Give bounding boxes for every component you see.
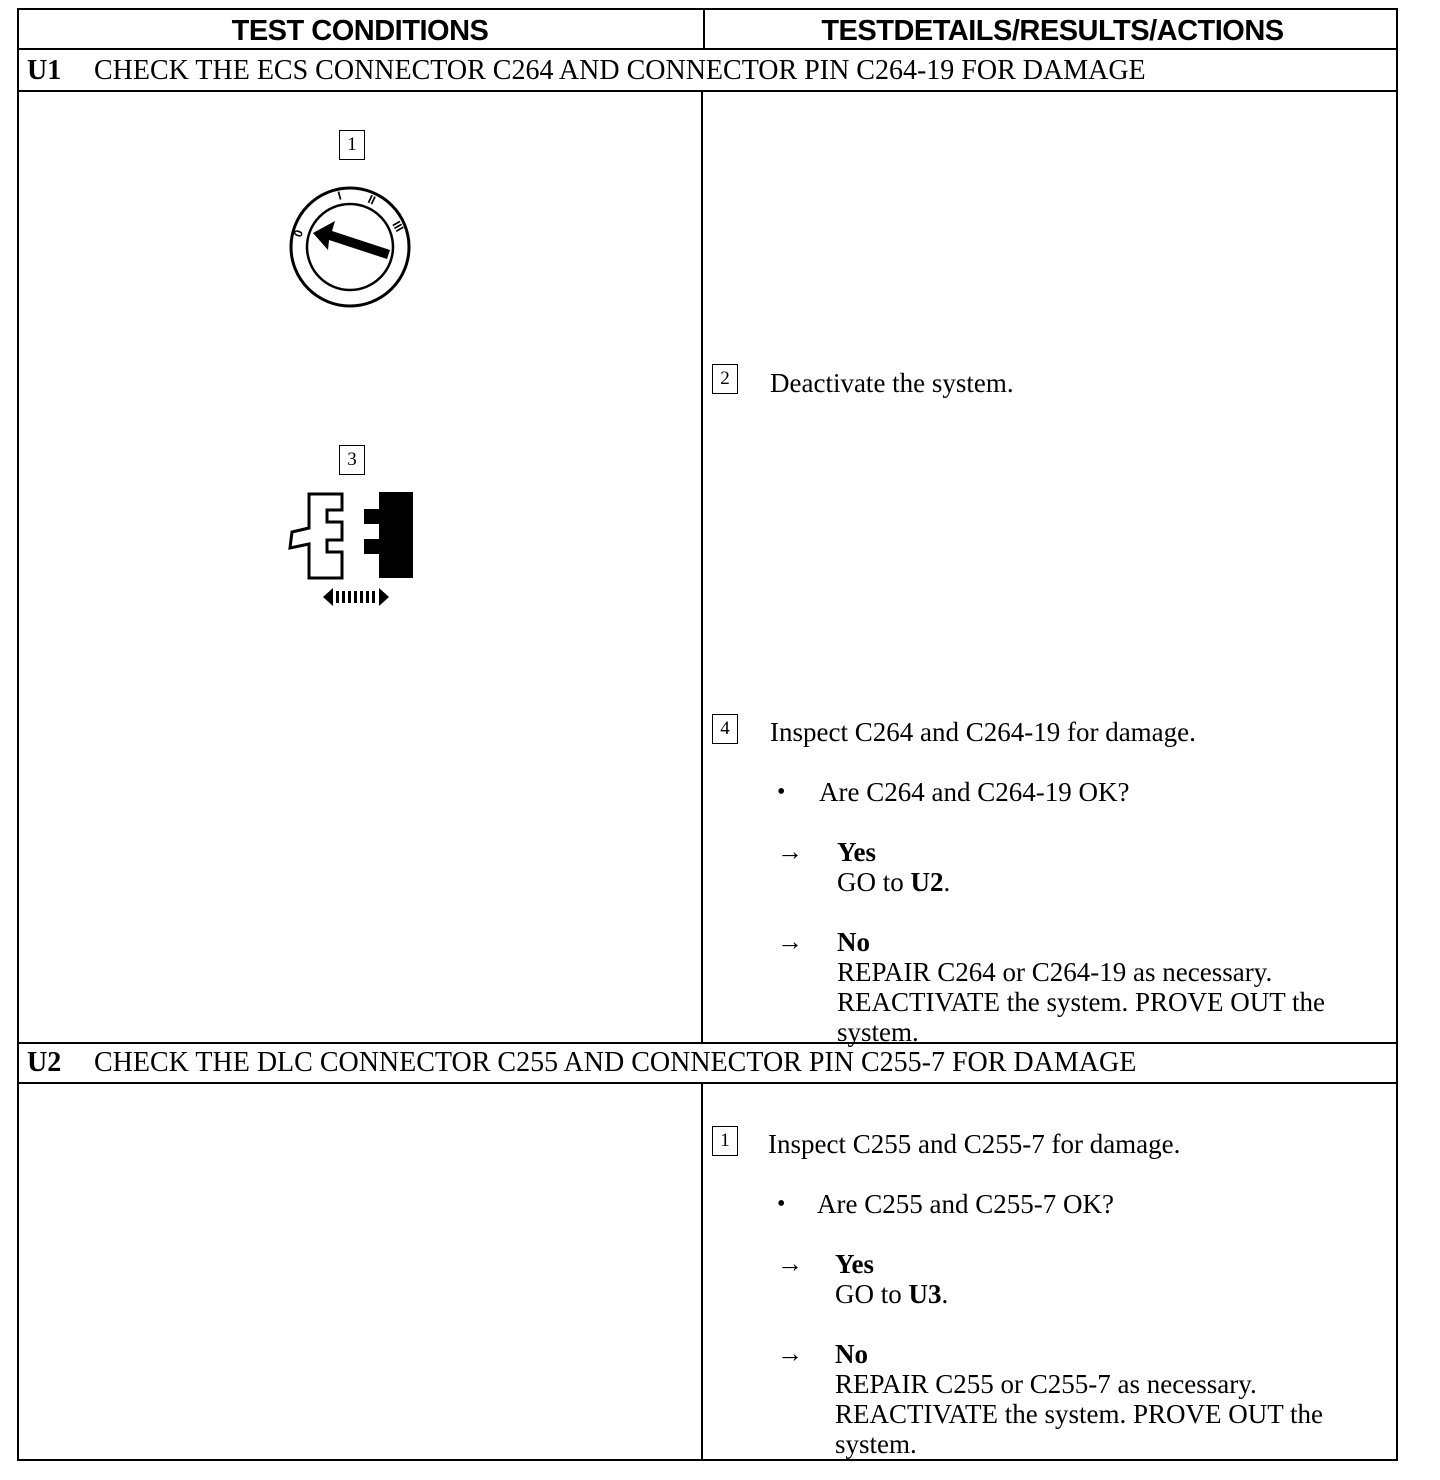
column-divider (701, 92, 703, 1042)
section-id: U2 (27, 1047, 62, 1078)
question-text: Are C264 and C264-19 OK? (819, 777, 1130, 807)
ignition-switch-icon: 0 I II III (289, 186, 411, 308)
answer-no-action-line: REACTIVATE the system. PROVE OUT the (835, 1399, 1323, 1429)
section-u2-body: 1 Inspect C255 and C255-7 for damage. • … (17, 1084, 1398, 1461)
answer-no-action-line: system. (835, 1429, 917, 1459)
bullet: • (777, 1191, 786, 1217)
step-number-box: 1 (712, 1126, 738, 1156)
answer-yes-action: GO to U3. (835, 1279, 949, 1309)
bullet: • (777, 779, 786, 805)
step-instruction: Deactivate the system. (770, 368, 1014, 398)
section-heading: CHECK THE DLC CONNECTOR C255 AND CONNECT… (94, 1047, 1137, 1078)
figure-number-box: 3 (339, 445, 365, 475)
step-instruction: Inspect C264 and C264-19 for damage. (770, 717, 1196, 747)
answer-no-label: No (835, 1339, 868, 1369)
answer-yes-label: Yes (837, 837, 876, 867)
diagnostic-table: TEST CONDITIONS TESTDETAILS/RESULTS/ACTI… (17, 8, 1398, 1461)
arrow-icon: → (777, 1339, 803, 1368)
connector-disconnect-icon (288, 492, 413, 606)
goto-target: U3 (908, 1279, 942, 1309)
answer-no-action-line: system. (837, 1017, 919, 1047)
goto-target: U2 (910, 867, 944, 897)
switch-position-label: I (336, 189, 343, 203)
section-u2-title: U2 CHECK THE DLC CONNECTOR C255 AND CONN… (17, 1042, 1398, 1084)
answer-no-action-line: REACTIVATE the system. PROVE OUT the (837, 987, 1325, 1017)
arrow-icon: → (777, 927, 803, 956)
answer-yes-label: Yes (835, 1249, 874, 1279)
section-u1-title: U1 CHECK THE ECS CONNECTOR C264 AND CONN… (17, 50, 1398, 92)
answer-yes-action: GO to U2. (837, 867, 951, 897)
switch-position-label: II (366, 192, 378, 208)
column-divider (701, 1084, 703, 1459)
header-test-details: TESTDETAILS/RESULTS/ACTIONS (703, 10, 1400, 48)
header-test-conditions: TEST CONDITIONS (231, 15, 489, 47)
arrow-icon: → (777, 1249, 803, 1278)
arrow-icon: → (777, 837, 803, 866)
step-number-box: 4 (712, 714, 738, 744)
step-number-box: 2 (712, 364, 738, 394)
section-u1-body: 1 0 I II III 3 2 Deactivate the sy (17, 92, 1398, 1047)
table-header: TEST CONDITIONS TESTDETAILS/RESULTS/ACTI… (17, 8, 1398, 50)
step-instruction: Inspect C255 and C255-7 for damage. (768, 1129, 1181, 1159)
figure-number-box: 1 (339, 130, 365, 160)
section-id: U1 (27, 55, 62, 86)
section-heading: CHECK THE ECS CONNECTOR C264 AND CONNECT… (94, 55, 1146, 86)
answer-no-label: No (837, 927, 870, 957)
answer-no-action-line: REPAIR C264 or C264-19 as necessary. (837, 957, 1273, 987)
switch-position-label: 0 (291, 228, 307, 239)
question-text: Are C255 and C255-7 OK? (817, 1189, 1114, 1219)
answer-no-action-line: REPAIR C255 or C255-7 as necessary. (835, 1369, 1257, 1399)
